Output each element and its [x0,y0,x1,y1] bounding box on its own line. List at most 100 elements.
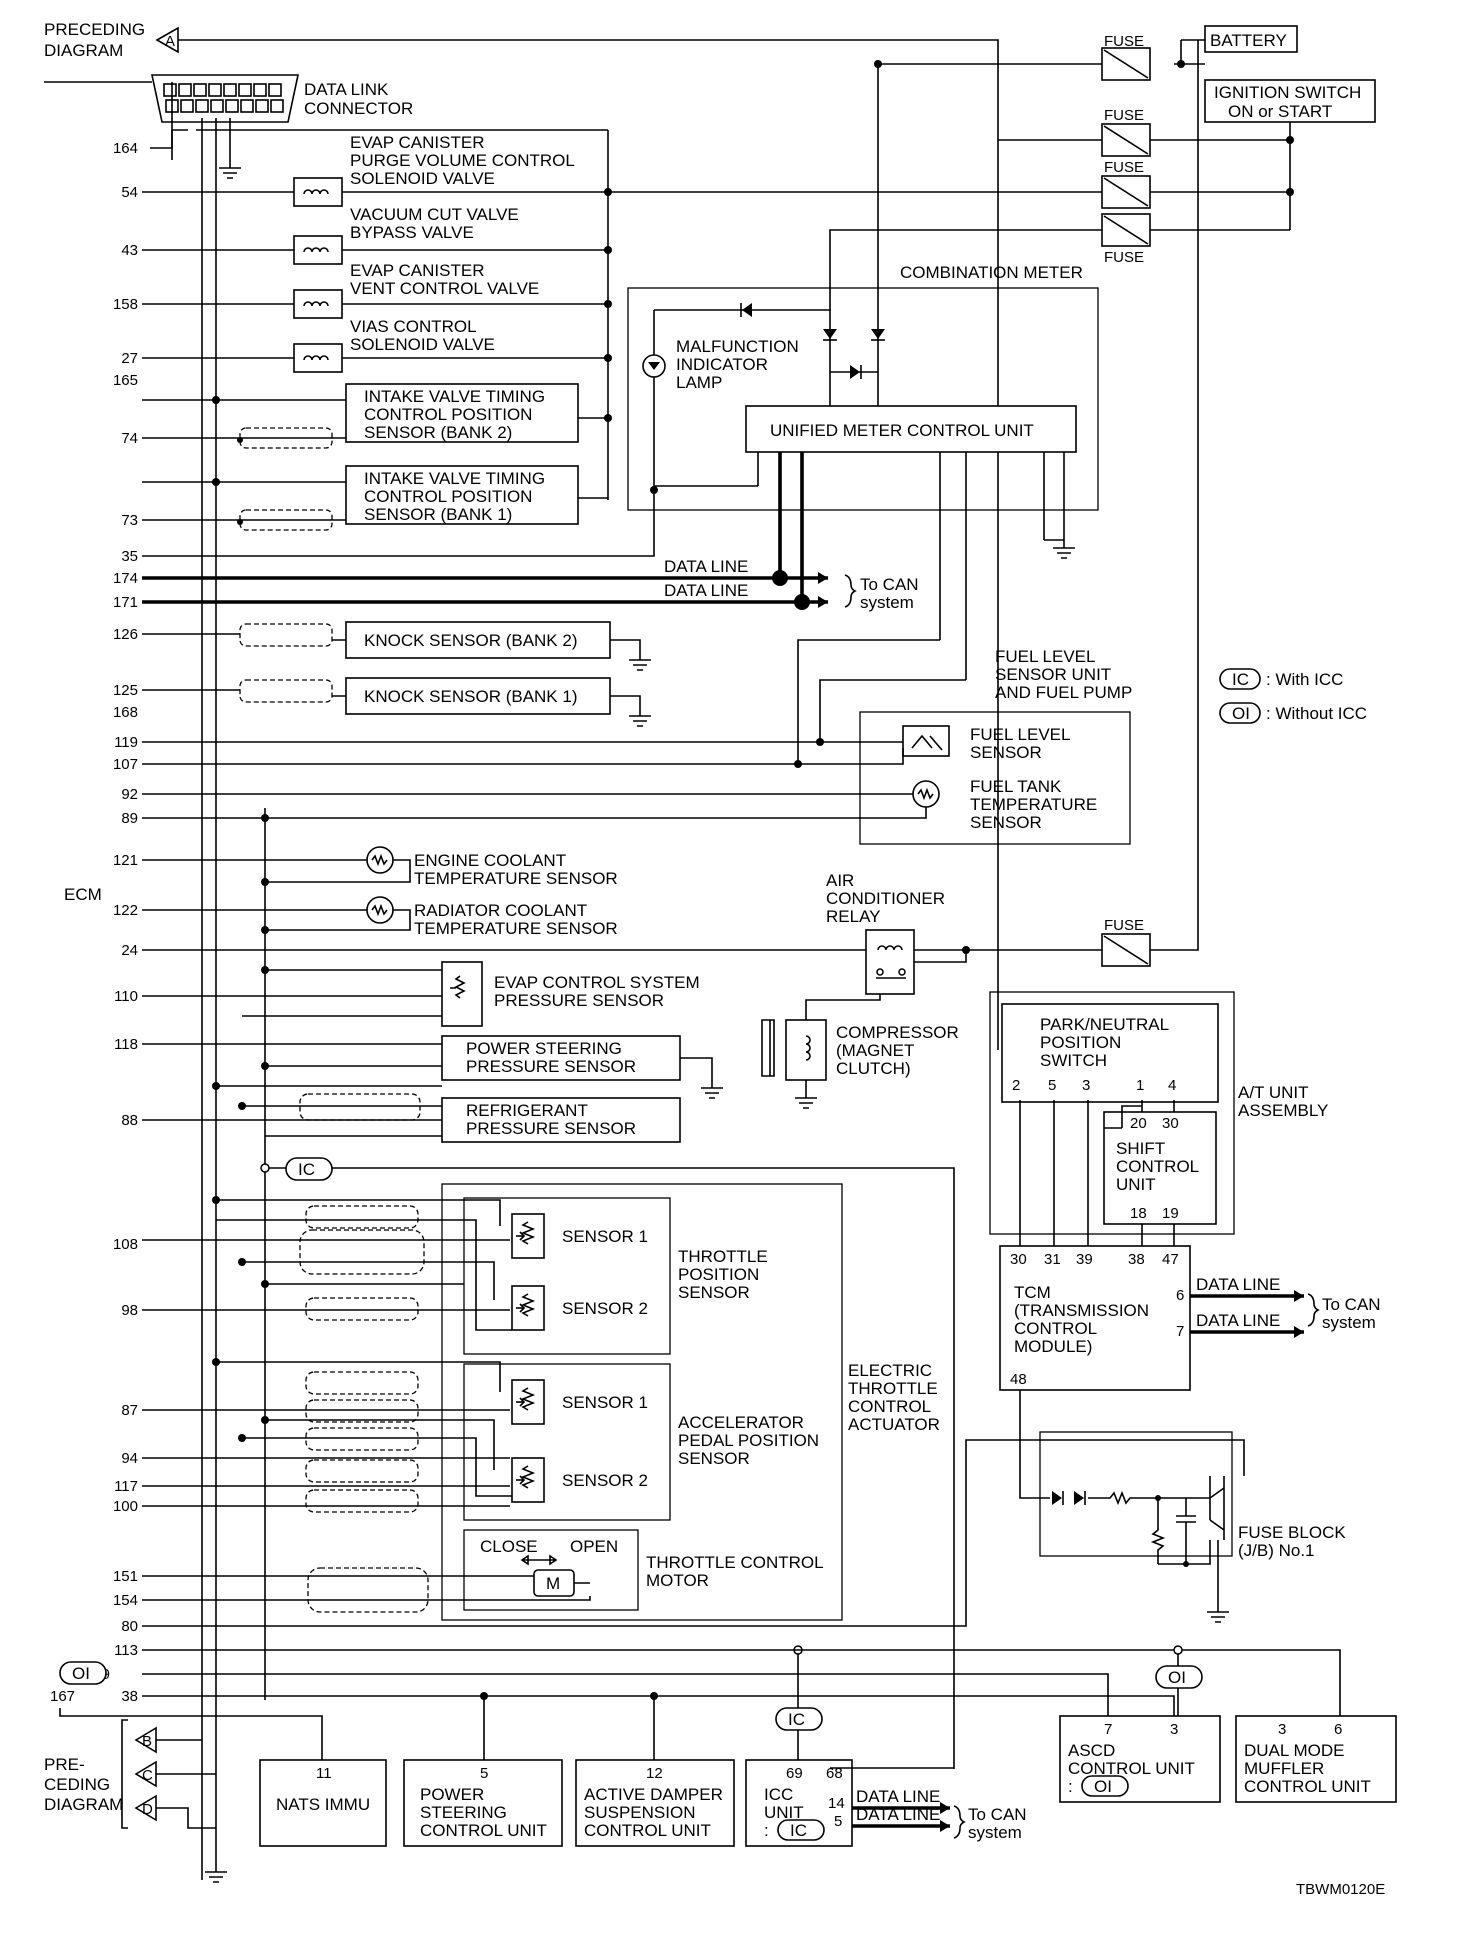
ac-relay-box [865,929,915,995]
icc-label-1: ICC [764,1785,793,1804]
ivt-bank1-label-2: CONTROL POSITION [364,487,532,506]
icc-pin-69: 69 [786,1765,803,1782]
active-damper-label-2: SUSPENSION [584,1803,695,1822]
pnp-label-1: PARK/NEUTRAL [1040,1015,1169,1034]
shift-label-3: UNIT [1116,1175,1156,1194]
ignition-label-2: ON or START [1228,102,1332,121]
pnp-pin-5: 5 [1048,1077,1056,1094]
shift-control-unit-box [1103,1111,1217,1225]
ecm-pin-164: 164 [113,140,138,157]
tcm-pin-7: 7 [1176,1323,1184,1340]
ps-pressure-label-2: PRESSURE SENSOR [466,1057,636,1076]
ecm-pin-174: 174 [113,570,138,587]
connector-b-icon[interactable]: B [134,1726,157,1754]
accelerator-pedal-sensor-box [463,1363,671,1521]
etca-label-2: THROTTLE [848,1379,938,1398]
ivt-bank1-label-1: INTAKE VALVE TIMING [364,469,545,488]
dlc-pin-cell [210,99,224,113]
knock-bank2-box [345,621,611,659]
compressor-label-3: CLUTCH) [836,1059,911,1078]
svg-text:OI: OI [1232,704,1250,723]
open-label: OPEN [570,1537,618,1556]
ac-relay-label-3: RELAY [826,907,881,926]
icc-to-can-1: To CAN [968,1805,1027,1824]
tcm-data-line-2: DATA LINE [1196,1311,1280,1330]
svg-text:IC: IC [1232,670,1249,689]
fuel-level-label-1: FUEL LEVEL [970,725,1070,744]
ic-tag-1: IC [298,1160,315,1179]
ecm-pin-107: 107 [113,756,138,773]
ecm-pin-110: 110 [114,988,138,1005]
tcm-data-line-1: DATA LINE [1196,1275,1280,1294]
ac-relay-label-1: AIR [826,871,854,890]
fuel-unit-box [859,711,1131,845]
icc-label-2: UNIT [764,1803,804,1822]
shift-pin-18: 18 [1130,1205,1147,1222]
preceding-diagram-label-1: PRECEDING [44,20,145,39]
dlc-pin-cell [255,99,269,113]
ecm-pin-158: 158 [113,296,138,313]
data-link-connector [151,74,299,123]
ecm-pin-125: 125 [113,682,138,699]
dlc-pin-cell [240,99,254,113]
ecm-pin-54: 54 [121,184,138,201]
apps-sensor1-label: SENSOR 1 [562,1393,648,1412]
ecm-pin-167: 167 [50,1688,75,1705]
active-damper-label-3: CONTROL UNIT [584,1821,711,1840]
fuel-tank-label-1: FUEL TANK [970,777,1062,796]
nats-label: NATS IMMU [276,1795,370,1814]
connector-c-icon[interactable]: C [134,1760,157,1788]
mil-label-1: MALFUNCTION [676,337,799,356]
data-line-label-2: DATA LINE [664,581,748,600]
preceding-bottom-3: DIAGRAM [44,1795,123,1814]
evap-pressure-label-1: EVAP CONTROL SYSTEM [494,973,700,992]
ecm-pin-87: 87 [121,1402,138,1419]
ps-control-label-3: CONTROL UNIT [420,1821,547,1840]
apps-label-1: ACCELERATOR [678,1413,804,1432]
ecm-pin-154: 154 [113,1592,138,1609]
ps-control-pin: 5 [480,1765,488,1782]
svg-text:A: A [165,33,175,50]
nats-box [259,1759,387,1847]
ivt-bank2-label-3: SENSOR (BANK 2) [364,423,512,442]
dlc-label-2: CONNECTOR [304,99,413,118]
combination-meter-label: COMBINATION METER [900,263,1083,282]
compressor-clutch-icon [785,1019,827,1081]
to-can-label-1: To CAN [860,575,919,594]
tcm-label-4: MODULE) [1014,1337,1092,1356]
legend-oi: OI : Without ICC [1219,702,1367,724]
ivt-bank2-box [345,383,579,443]
tcm-to-can-1: To CAN [1322,1295,1381,1314]
tcm-pin-39: 39 [1076,1251,1093,1268]
mil-label-3: LAMP [676,373,722,392]
dual-mode-pin-6: 6 [1334,1721,1342,1738]
pnp-label-3: SWITCH [1040,1051,1107,1070]
dlc-pin-cell [238,83,252,97]
dual-mode-label-3: CONTROL UNIT [1244,1777,1371,1796]
pnp-pin-2: 2 [1012,1077,1020,1094]
pnp-pin-4: 4 [1168,1077,1176,1094]
ecm-pin-38: 38 [121,1688,138,1705]
ecm-pin-74: 74 [121,430,138,447]
ecm-label: ECM [64,885,102,904]
motor-label-1: THROTTLE CONTROL [646,1553,824,1572]
fuse-block-label-1: FUSE BLOCK [1238,1523,1346,1542]
ecm-pin-108: 108 [113,1236,138,1253]
connector-d-icon[interactable]: D [134,1794,157,1822]
fuse-label-2: FUSE [1104,107,1144,124]
ivt-bank2-label-2: CONTROL POSITION [364,405,532,424]
ecm-pin-column: 1645443158271657473351741711261251681191… [50,140,138,1705]
dlc-pin-cell [268,83,282,97]
fuel-level-label-2: SENSOR [970,743,1042,762]
svg-text:: With ICC: : With ICC [1266,670,1343,689]
evap-purge-label-2: PURGE VOLUME CONTROL [350,151,575,170]
ascd-label-1: ASCD [1068,1741,1115,1760]
ivt-bank1-box [345,465,579,525]
connector-a-icon[interactable]: A [155,26,179,54]
ic-tag-2: IC [788,1710,805,1729]
ecm-pin-73: 73 [121,512,138,529]
shift-label-2: CONTROL [1116,1157,1199,1176]
refrigerant-label-1: REFRIGERANT [466,1101,588,1120]
svg-text:D: D [142,1801,153,1818]
motor-label: M [546,1574,560,1593]
